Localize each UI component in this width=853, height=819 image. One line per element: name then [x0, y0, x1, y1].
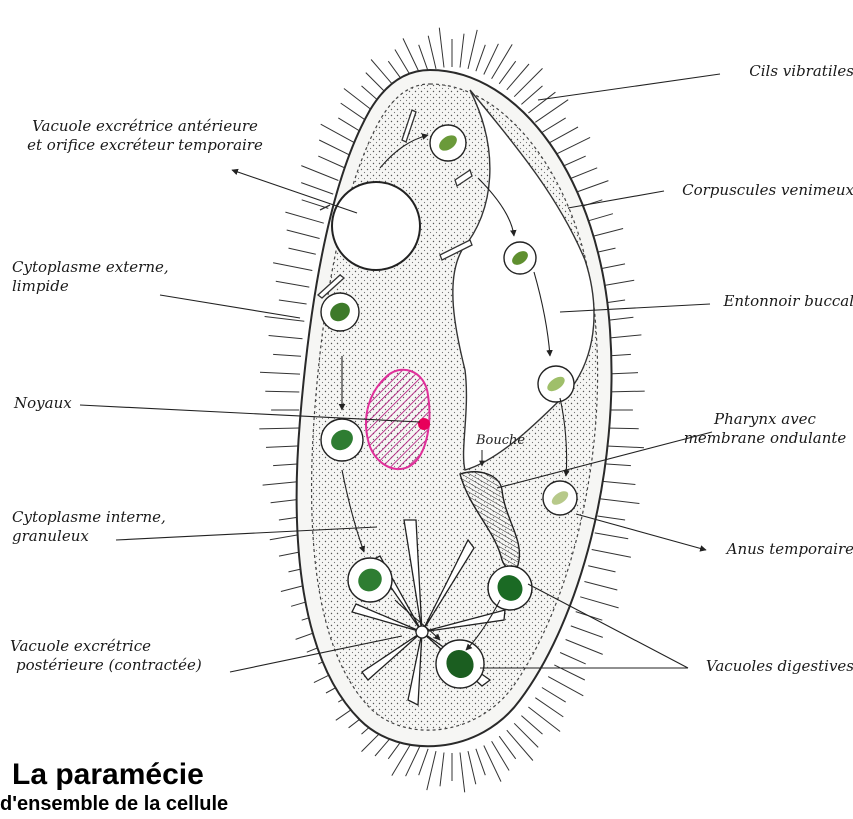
vac-dig-text: Vacuoles digestives — [600, 657, 853, 676]
corpuscules-text: Corpuscules venimeux — [560, 181, 853, 200]
cilium — [273, 354, 301, 356]
cyto-int-line1: Cytoplasme interne, — [12, 508, 166, 527]
cilium — [266, 446, 300, 448]
cilium — [301, 166, 338, 181]
cilium — [542, 118, 566, 133]
cilium — [287, 230, 320, 239]
vac-ant-line2: et orifice excréteur temporaire — [0, 136, 290, 155]
cilium — [302, 200, 329, 209]
cilium — [602, 481, 636, 484]
cilium — [276, 281, 310, 287]
entonnoir-label: Entonnoir buccal — [600, 292, 853, 311]
cils-text: Cils vibratiles — [560, 62, 853, 81]
cilium — [554, 665, 585, 680]
cilium — [566, 640, 603, 655]
cilium — [301, 183, 333, 195]
pharynx-line2: membrane ondulante — [676, 429, 853, 448]
vac-ant-line1: Vacuole excrétrice antérieure — [0, 117, 290, 136]
bouche-label: Bouche — [475, 433, 525, 448]
vacuoles-digestives-label: Vacuoles digestives — [600, 657, 853, 676]
diagram-title: La paramécie — [12, 758, 204, 792]
cilium — [289, 248, 316, 254]
cilium — [468, 751, 476, 784]
cyto-int-line2: granuleux — [12, 527, 166, 546]
cilium — [492, 44, 513, 78]
cilium — [406, 746, 421, 777]
cilium — [600, 499, 640, 504]
cils-vibratiles-label: Cils vibratiles — [560, 62, 853, 81]
cilium — [427, 751, 436, 790]
anus-label: Anus temporaire — [600, 540, 853, 559]
cilium — [476, 749, 485, 775]
cytoplasme-interne-label: Cytoplasme interne, granuleux — [12, 508, 166, 546]
cilium — [604, 446, 644, 448]
vac-post-line2: postérieure (contractée) — [10, 656, 202, 675]
cilium — [476, 45, 485, 71]
vacuole-anterieure-label: Vacuole excrétrice antérieure et orifice… — [0, 117, 290, 155]
cilium — [403, 38, 420, 74]
cilium — [588, 566, 615, 572]
cilium — [542, 688, 566, 703]
cilium — [319, 140, 350, 155]
corpuscules-label: Corpuscules venimeux — [560, 181, 853, 200]
cilium — [318, 156, 344, 167]
cilium — [273, 263, 312, 271]
cilium — [460, 34, 464, 68]
cilium — [595, 533, 629, 539]
cilium — [580, 597, 618, 608]
cilium — [392, 741, 413, 775]
cilium — [584, 582, 617, 591]
cilium — [279, 300, 307, 304]
cilium — [499, 736, 516, 759]
cilium — [269, 336, 303, 339]
cilium — [285, 212, 323, 223]
cilium — [597, 516, 625, 520]
cilium — [468, 30, 477, 69]
cilium — [554, 137, 590, 155]
anus-text: Anus temporaire — [600, 540, 853, 559]
cilium — [265, 391, 299, 392]
cilium — [440, 753, 444, 787]
diagram-subtitle: d'ensemble de la cellule — [0, 793, 228, 816]
cilium — [548, 127, 578, 143]
cilium — [484, 44, 499, 75]
cilium — [260, 372, 300, 374]
micronucleus — [418, 418, 430, 430]
cilium — [560, 653, 586, 664]
pharynx-line1: Pharynx avec — [676, 410, 853, 429]
cilium — [259, 428, 299, 429]
cyto-ext-line2: limpide — [12, 277, 169, 296]
cilium — [521, 86, 542, 105]
noyaux-label: Noyaux — [14, 394, 72, 413]
cilium — [419, 45, 428, 71]
noyaux-text: Noyaux — [14, 394, 72, 413]
cilium — [321, 124, 356, 143]
cyto-ext-line1: Cytoplasme externe, — [12, 258, 169, 277]
cilium — [460, 753, 465, 793]
anterior-contractile-vacuole — [332, 182, 420, 270]
cilium — [514, 68, 542, 96]
cilium — [419, 749, 428, 775]
cilium — [528, 707, 560, 732]
cilium — [548, 677, 583, 696]
cilium — [499, 61, 516, 84]
cilium — [535, 698, 563, 717]
cilium — [603, 464, 631, 466]
pharynx-label: Pharynx avec membrane ondulante — [676, 410, 853, 448]
cilium — [484, 746, 501, 782]
cilium — [507, 730, 533, 760]
cilium — [521, 716, 542, 735]
cilium — [439, 28, 444, 68]
cilium — [571, 626, 603, 638]
vacuole-posterieure-label: Vacuole excrétrice postérieure (contract… — [10, 637, 202, 675]
entonnoir-text: Entonnoir buccal — [600, 292, 853, 311]
vac-post-line1: Vacuole excrétrice — [10, 637, 202, 656]
cilium — [428, 36, 436, 69]
cytoplasme-externe-label: Cytoplasme externe, limpide — [12, 258, 169, 296]
